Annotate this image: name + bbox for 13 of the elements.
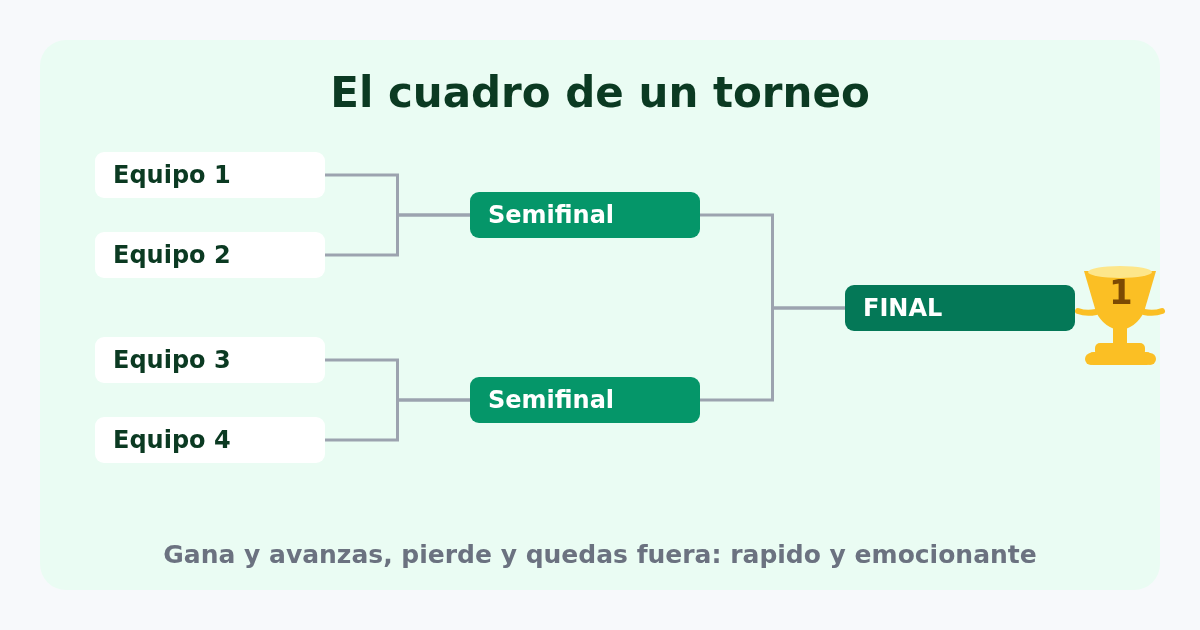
- caption: Gana y avanzas, pierde y quedas fuera: rapido y emocionante: [162, 540, 1038, 569]
- final-box: FINAL: [845, 285, 1075, 331]
- team-box: Equipo 1: [95, 152, 325, 198]
- team-box: Equipo 3: [95, 337, 325, 383]
- bracket-connector: [700, 306, 845, 402]
- bracket-connector: [325, 213, 470, 257]
- title: El cuadro de un torneo: [329, 68, 871, 117]
- semifinal-box: Semifinal: [470, 192, 700, 238]
- place-number: 1: [1109, 272, 1133, 312]
- team-box: Equipo 2: [95, 232, 325, 278]
- bracket-connector: [325, 398, 470, 442]
- team-box: Equipo 4: [95, 417, 325, 463]
- semifinal-box: Semifinal: [470, 377, 700, 423]
